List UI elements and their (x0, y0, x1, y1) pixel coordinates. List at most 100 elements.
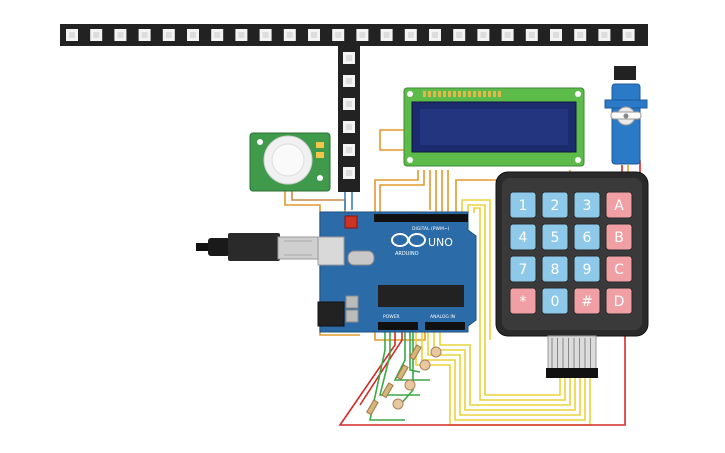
led-pixel-core (190, 32, 196, 38)
lcd-pin (493, 91, 496, 97)
keypad-key-label: A (614, 198, 624, 214)
led-strip-horizontal (60, 24, 648, 46)
keypad-key-label: 4 (519, 230, 528, 246)
keypad-key-label: 2 (551, 198, 560, 214)
led-pixel-core (69, 32, 75, 38)
board-brand-text: ARDUINO (395, 251, 419, 257)
led-pixel-core (335, 32, 342, 38)
keypad-key-label: 9 (583, 262, 592, 278)
keypad-key-label: B (614, 230, 624, 246)
keypad-key[interactable] (509, 287, 537, 315)
lcd-display (403, 87, 585, 167)
led-pixel-core (214, 32, 221, 38)
arduino-logo-icon (391, 233, 426, 247)
keypad-key-label: C (614, 262, 624, 278)
atmega-chip (378, 285, 464, 307)
keypad-key[interactable] (541, 223, 569, 251)
led-pixel-core (577, 32, 584, 38)
led-pixel-core (346, 55, 352, 61)
led-pixel-core (346, 101, 352, 107)
keypad-key[interactable] (509, 255, 537, 283)
board-logo-text: UNO (428, 236, 453, 249)
led-pixel-core (553, 32, 559, 38)
keypad-key[interactable] (605, 255, 633, 283)
reset-button (344, 215, 358, 229)
led-pixel-core (262, 32, 269, 38)
keypad-ribbon-lines (551, 338, 591, 368)
led-strip-vertical-pixels (343, 52, 355, 179)
led-pixel-core (407, 32, 414, 38)
keypad-key[interactable] (509, 191, 537, 219)
keypad-key-label: 0 (551, 294, 560, 310)
keypad-key-label: 7 (519, 262, 528, 278)
led-strip-vertical (338, 44, 360, 192)
led-pixel-core (504, 32, 511, 38)
lcd-pin (433, 91, 436, 97)
keypad-ribbon (547, 335, 597, 373)
keypad-key[interactable] (541, 255, 569, 283)
led-pixel-core (601, 32, 608, 38)
power-header-label: POWER (383, 314, 400, 320)
lcd-pin (448, 91, 451, 97)
power-jack (317, 301, 345, 327)
keypad-key-label: # (581, 294, 593, 310)
led-pixel-core (383, 32, 390, 38)
lcd-pin (473, 91, 476, 97)
lcd-pin (438, 91, 441, 97)
wires (284, 129, 641, 426)
led-pixel-core (528, 32, 535, 38)
lcd-header-pins (423, 91, 501, 97)
keypad-key-label: * (520, 294, 527, 310)
usb-port (317, 236, 345, 266)
keypad-key[interactable] (573, 191, 601, 219)
lcd-pin (428, 91, 431, 97)
keypad-key[interactable] (605, 191, 633, 219)
analog-header-label: ANALOG IN (430, 314, 455, 320)
led-pixel-core (346, 170, 352, 176)
led-pixel-core (432, 32, 438, 38)
led-pixel-core (346, 78, 352, 84)
digital-header-label: DIGITAL (PWM~) (412, 226, 450, 232)
keypad-key[interactable] (573, 255, 601, 283)
keypad-key[interactable] (541, 191, 569, 219)
lcd-pin (458, 91, 461, 97)
servo-motor-icon (604, 66, 648, 165)
keypad-key[interactable] (573, 287, 601, 315)
lcd-pin (463, 91, 466, 97)
pir-sensor-icon (249, 132, 331, 192)
keypad-key-label: 5 (551, 230, 560, 246)
arduino-uno-board: UNO ARDUINO DIGITAL (PWM~) POWER ANALOG … (317, 211, 477, 333)
keypad-key-label: D (614, 294, 625, 310)
lcd-pin (468, 91, 471, 97)
led-pixel-core (286, 32, 293, 38)
lcd-pin (483, 91, 486, 97)
keypad-key[interactable] (509, 223, 537, 251)
led-pixel-core (238, 32, 245, 38)
led-pixel-core (93, 32, 100, 38)
led-pixel-core (141, 32, 148, 38)
led-pixel-core (311, 32, 317, 38)
led-pixel-core (480, 32, 487, 38)
keypad-key-label: 3 (583, 198, 592, 214)
digital-header (374, 214, 468, 222)
photoresistors (392, 346, 442, 410)
usb-cable-icon (196, 233, 319, 261)
lcd-pin (498, 91, 501, 97)
led-pixel-core (456, 32, 463, 38)
led-pixel-core (117, 32, 124, 38)
keypad-connector (546, 368, 598, 378)
keypad-key[interactable] (573, 223, 601, 251)
lcd-pin (478, 91, 481, 97)
keypad-key-label: 1 (519, 198, 528, 214)
keypad-key[interactable] (605, 287, 633, 315)
lcd-pin (488, 91, 491, 97)
led-pixel-core (346, 147, 352, 153)
keypad-key[interactable] (541, 287, 569, 315)
power-header (378, 322, 418, 330)
led-pixel-core (625, 32, 632, 38)
keypad-key[interactable] (605, 223, 633, 251)
lcd-pin (443, 91, 446, 97)
